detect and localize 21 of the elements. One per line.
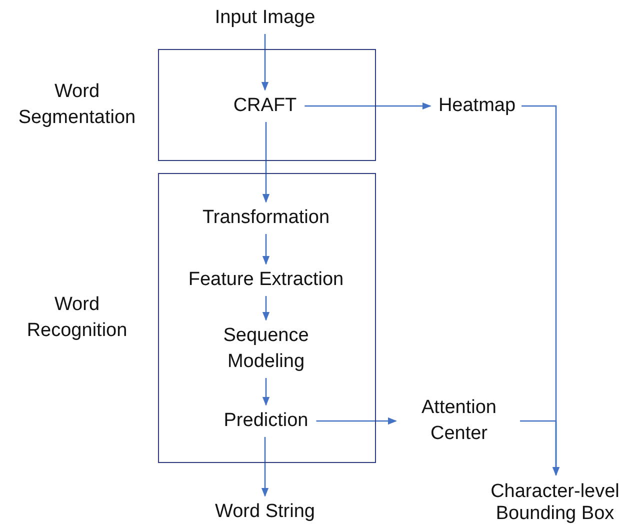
step-label: Feature Extraction <box>188 267 344 293</box>
step-label: Input Image <box>214 5 316 31</box>
arrow <box>262 296 270 321</box>
step-label: Transformation <box>202 205 330 231</box>
arrow <box>262 234 270 265</box>
step-label: Word String <box>215 499 315 525</box>
arrow <box>261 437 269 497</box>
arrow <box>262 378 270 406</box>
step-label: CRAFT <box>233 93 297 119</box>
group-heading: Word Segmentation <box>17 80 137 130</box>
arrow <box>316 417 397 425</box>
step-label: Sequence Modeling <box>206 323 326 375</box>
step-label: Attention Center <box>404 395 514 447</box>
group-heading: Word Recognition <box>26 293 128 343</box>
arrow <box>261 34 269 91</box>
arrow <box>304 102 432 110</box>
step-label: Character-level Bounding Box <box>475 481 629 525</box>
step-label: Heatmap <box>438 93 516 119</box>
step-label: Prediction <box>224 408 308 434</box>
arrow <box>520 420 560 476</box>
arrow <box>262 122 270 203</box>
